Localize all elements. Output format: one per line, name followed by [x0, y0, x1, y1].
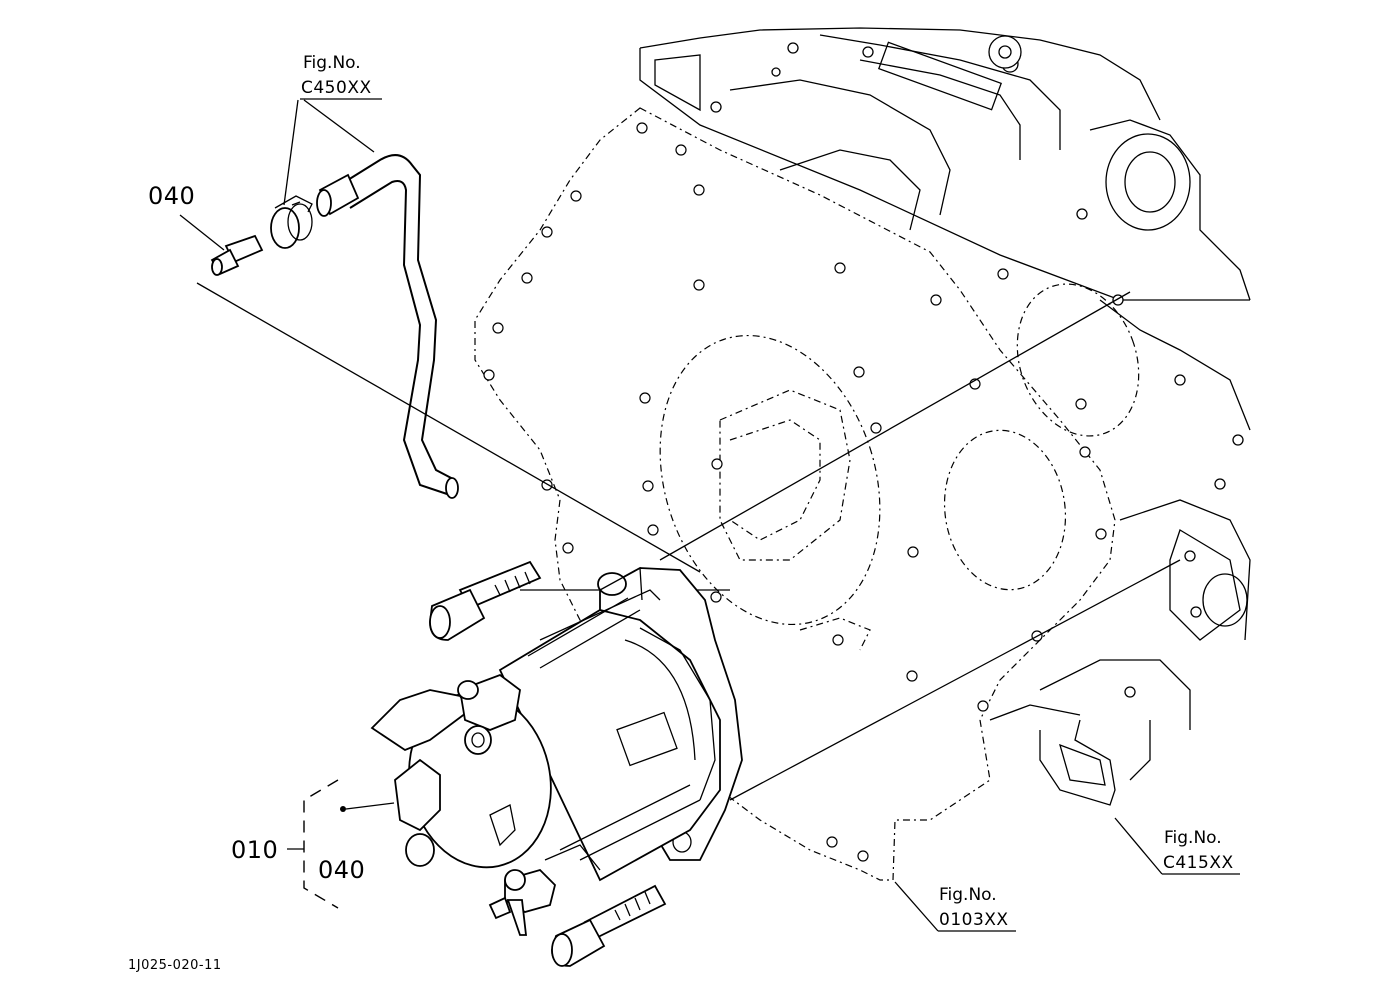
- labels: Fig.No. C450XX 040 Fig.No. C415XX Fig.No…: [128, 53, 1234, 973]
- callout-leaders: [179, 98, 1240, 932]
- end-plate-gasket: [474, 107, 1140, 881]
- part-number-040-top: 040: [148, 182, 195, 210]
- housing-fig-label: Fig.No.: [1164, 828, 1222, 848]
- part-bracket: [303, 779, 339, 909]
- hose-fitting: [210, 234, 264, 276]
- engine-housing: [639, 27, 1251, 806]
- leader-dot: [340, 806, 346, 812]
- hose-fig-code: C450XX: [301, 78, 372, 98]
- upper-mounting-bolt: [429, 560, 542, 641]
- housing-fig-code: C415XX: [1163, 853, 1234, 873]
- drain-hose: [316, 154, 459, 499]
- hose-fig-label: Fig.No.: [303, 53, 361, 73]
- lower-mounting-bolt: [551, 884, 667, 967]
- starter-motor: [370, 566, 743, 936]
- drawing-number: 1J025-020-11: [128, 958, 222, 973]
- assembly-axis-lines: [196, 282, 1181, 801]
- plate-fig-label: Fig.No.: [939, 885, 997, 905]
- plate-fig-code: 0103XX: [939, 910, 1009, 930]
- hose-clamp: [270, 195, 313, 249]
- part-number-040-bottom: 040: [318, 856, 365, 884]
- part-number-010: 010: [231, 836, 278, 864]
